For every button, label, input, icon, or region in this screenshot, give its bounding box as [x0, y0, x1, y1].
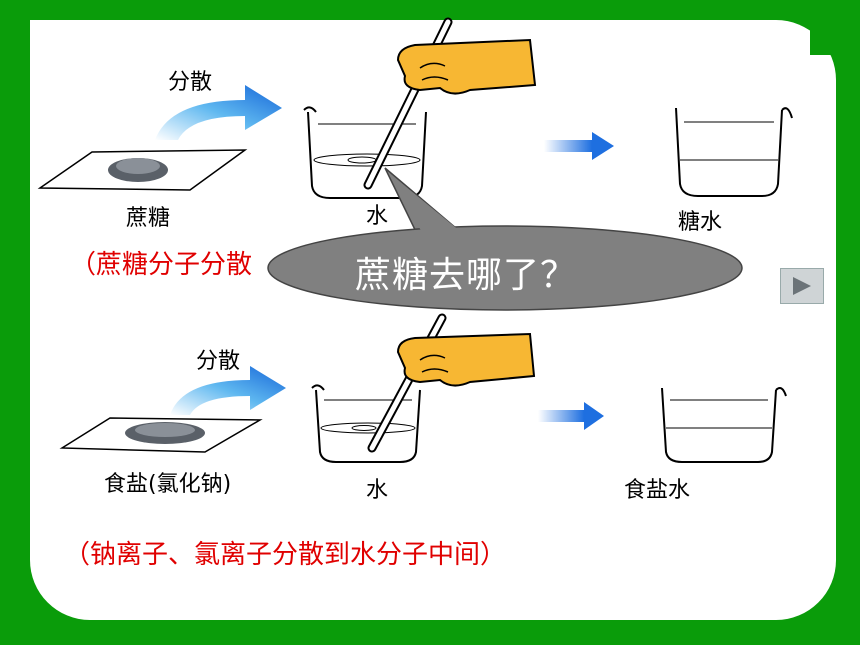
salt-paper-icon: [59, 417, 263, 453]
speech-bubble: [267, 167, 743, 311]
hand-bottom-icon: [396, 332, 536, 387]
bottom-disperse-label: 分散: [196, 349, 241, 374]
slide-panel: [30, 20, 836, 620]
bottom-water-label: 水: [366, 478, 389, 503]
hand-icon: [396, 38, 537, 95]
beaker-bottom-icon: [311, 384, 421, 463]
beaker-icon: [303, 106, 427, 199]
top-disperse-label: 分散: [168, 70, 213, 95]
bubble-text: 蔗糖去哪了？: [355, 255, 578, 296]
bottom-solute-label: 食盐(氯化钠): [104, 472, 232, 497]
play-button[interactable]: [780, 268, 824, 304]
result-arrow-bottom-icon: [538, 402, 604, 430]
top-explanation: （蔗糖分子分散: [70, 250, 253, 280]
result-beaker-bottom-icon: [661, 387, 787, 463]
bottom-result-label: 食盐水: [624, 478, 691, 503]
play-triangle-icon: [793, 277, 811, 295]
top-water-label: 水: [366, 204, 389, 229]
disperse-arrow-icon: [155, 85, 282, 140]
corner-notch: [810, 0, 860, 55]
disperse-arrow-bottom-icon: [170, 366, 286, 415]
sugar-paper-icon: [37, 149, 248, 191]
top-solute-label: 蔗糖: [126, 206, 171, 231]
result-arrow-icon: [544, 132, 614, 160]
result-beaker-icon: [675, 107, 793, 197]
top-result-label: 糖水: [678, 210, 723, 235]
bottom-explanation: （钠离子、氯离子分散到水分子中间）: [64, 540, 507, 570]
